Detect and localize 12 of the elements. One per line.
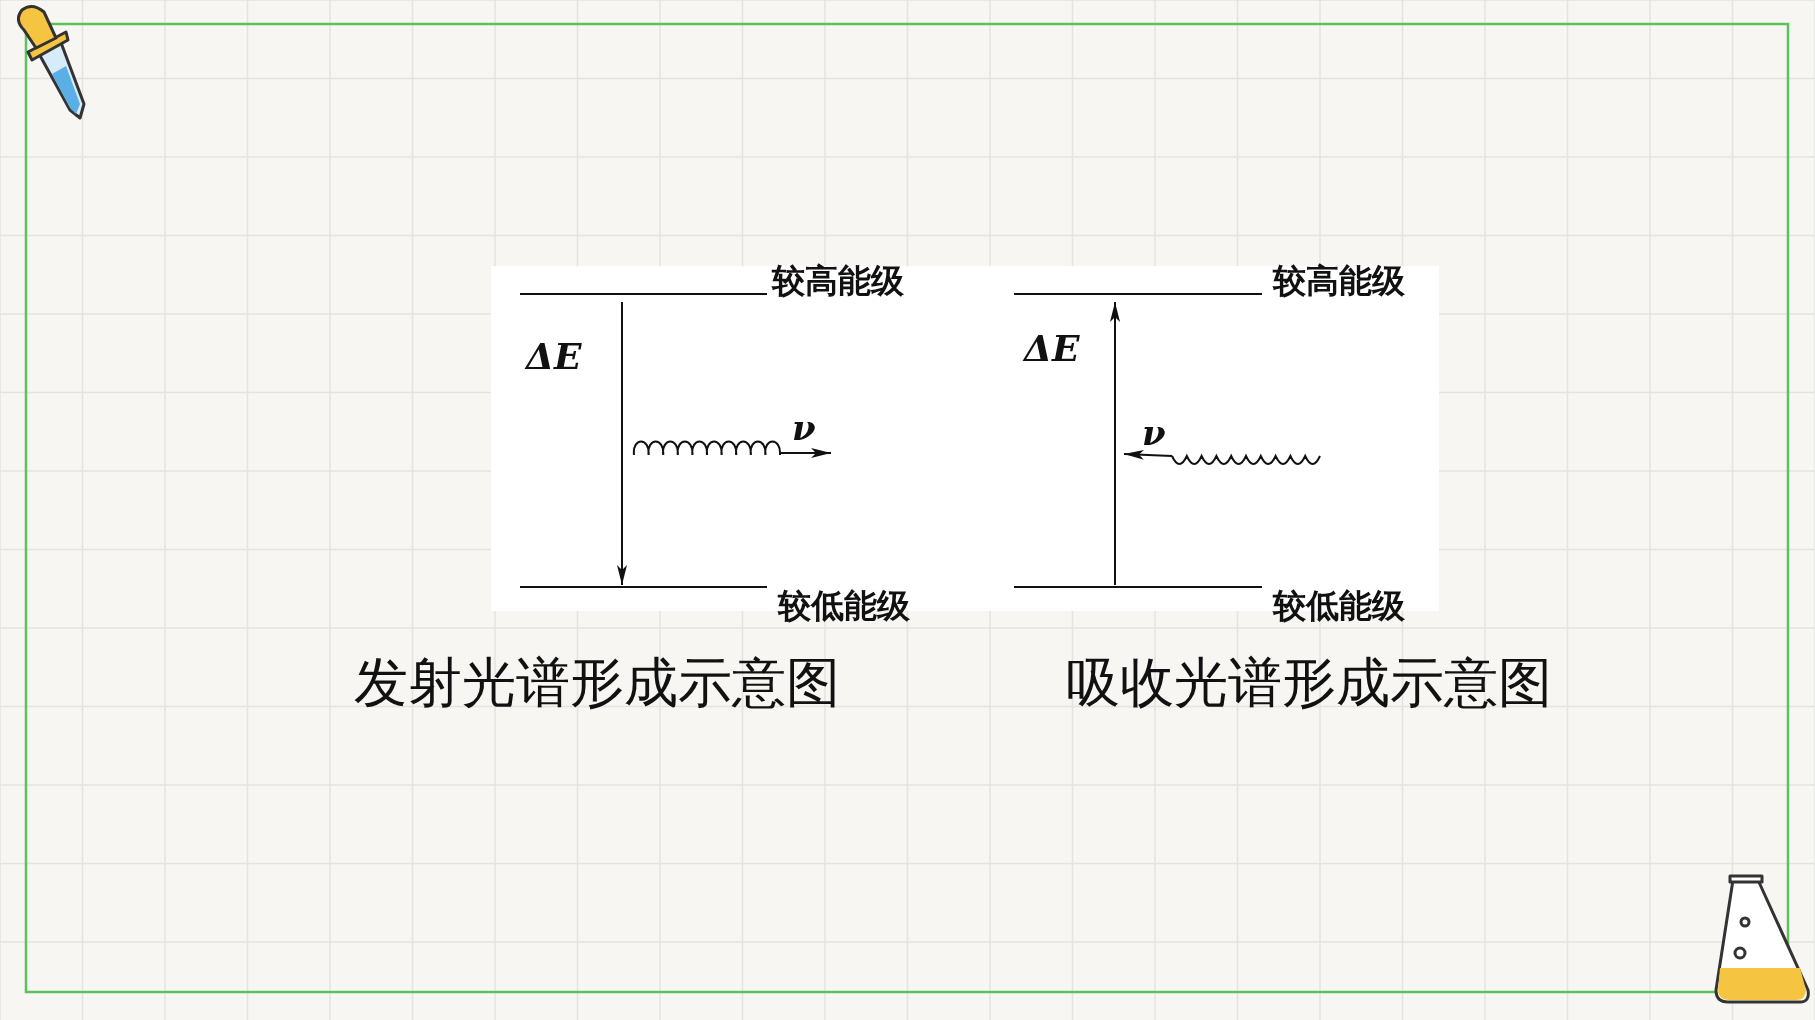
arrow [1110,301,1120,586]
arrow [617,301,627,586]
edge-label: ΔE [526,335,582,377]
level-label: 较高能级 [772,262,904,300]
level-label: 较低能级 [778,587,910,625]
diagram-caption: 吸收光谱形成示意图 [1066,650,1552,715]
photon-symbol: ν [1142,413,1166,454]
level-label: 较高能级 [1273,262,1405,300]
level-label: 较低能级 [1273,587,1405,625]
photon-symbol: ν [792,408,816,449]
diagram-caption: 发射光谱形成示意图 [354,650,840,715]
edge-label: ΔE [1024,327,1080,369]
